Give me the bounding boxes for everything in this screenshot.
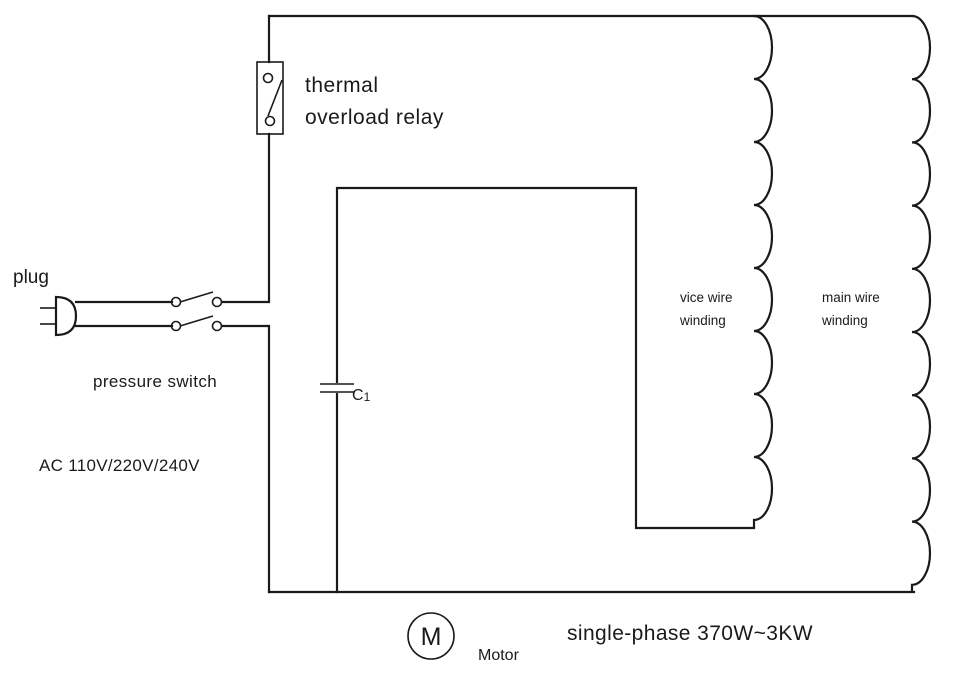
plug-label: plug bbox=[13, 267, 49, 288]
relay-contact-bottom bbox=[264, 115, 276, 127]
motor-spec-label: single-phase 370W~3KW bbox=[567, 622, 813, 645]
main-winding-label-line2: winding bbox=[821, 313, 868, 328]
pressure-switch-symbol bbox=[170, 291, 223, 332]
motor-symbol: M bbox=[407, 612, 455, 660]
motor-symbol-letter: M bbox=[421, 623, 442, 651]
ac-voltage-label: AC 110V/220V/240V bbox=[39, 456, 200, 475]
main-wire-winding-coil bbox=[910, 14, 932, 592]
capacitor-label: C1 bbox=[352, 387, 371, 404]
capacitor-symbol bbox=[320, 383, 354, 393]
vice-bottom-tap-wire bbox=[335, 186, 756, 594]
thermal-label-line1: thermal bbox=[305, 74, 379, 97]
thermal-label-line2: overload relay bbox=[305, 106, 444, 129]
left-lower-wire bbox=[220, 324, 271, 594]
vice-wire-winding-coil bbox=[752, 14, 774, 528]
relay-blade bbox=[267, 79, 283, 117]
plug-icon bbox=[40, 295, 174, 337]
relay-box bbox=[256, 61, 284, 135]
vice-winding-label-line2: winding bbox=[679, 313, 726, 328]
relay-contact-top bbox=[262, 72, 274, 84]
main-winding-label-line1: main wire bbox=[822, 290, 880, 305]
pressure-switch-label: pressure switch bbox=[93, 372, 217, 391]
thermal-overload-relay bbox=[256, 61, 284, 135]
vice-winding-label-line1: vice wire bbox=[680, 290, 733, 305]
motor-label: Motor bbox=[478, 647, 520, 664]
motor-circle bbox=[407, 612, 455, 660]
left-mid-wire bbox=[220, 132, 271, 304]
